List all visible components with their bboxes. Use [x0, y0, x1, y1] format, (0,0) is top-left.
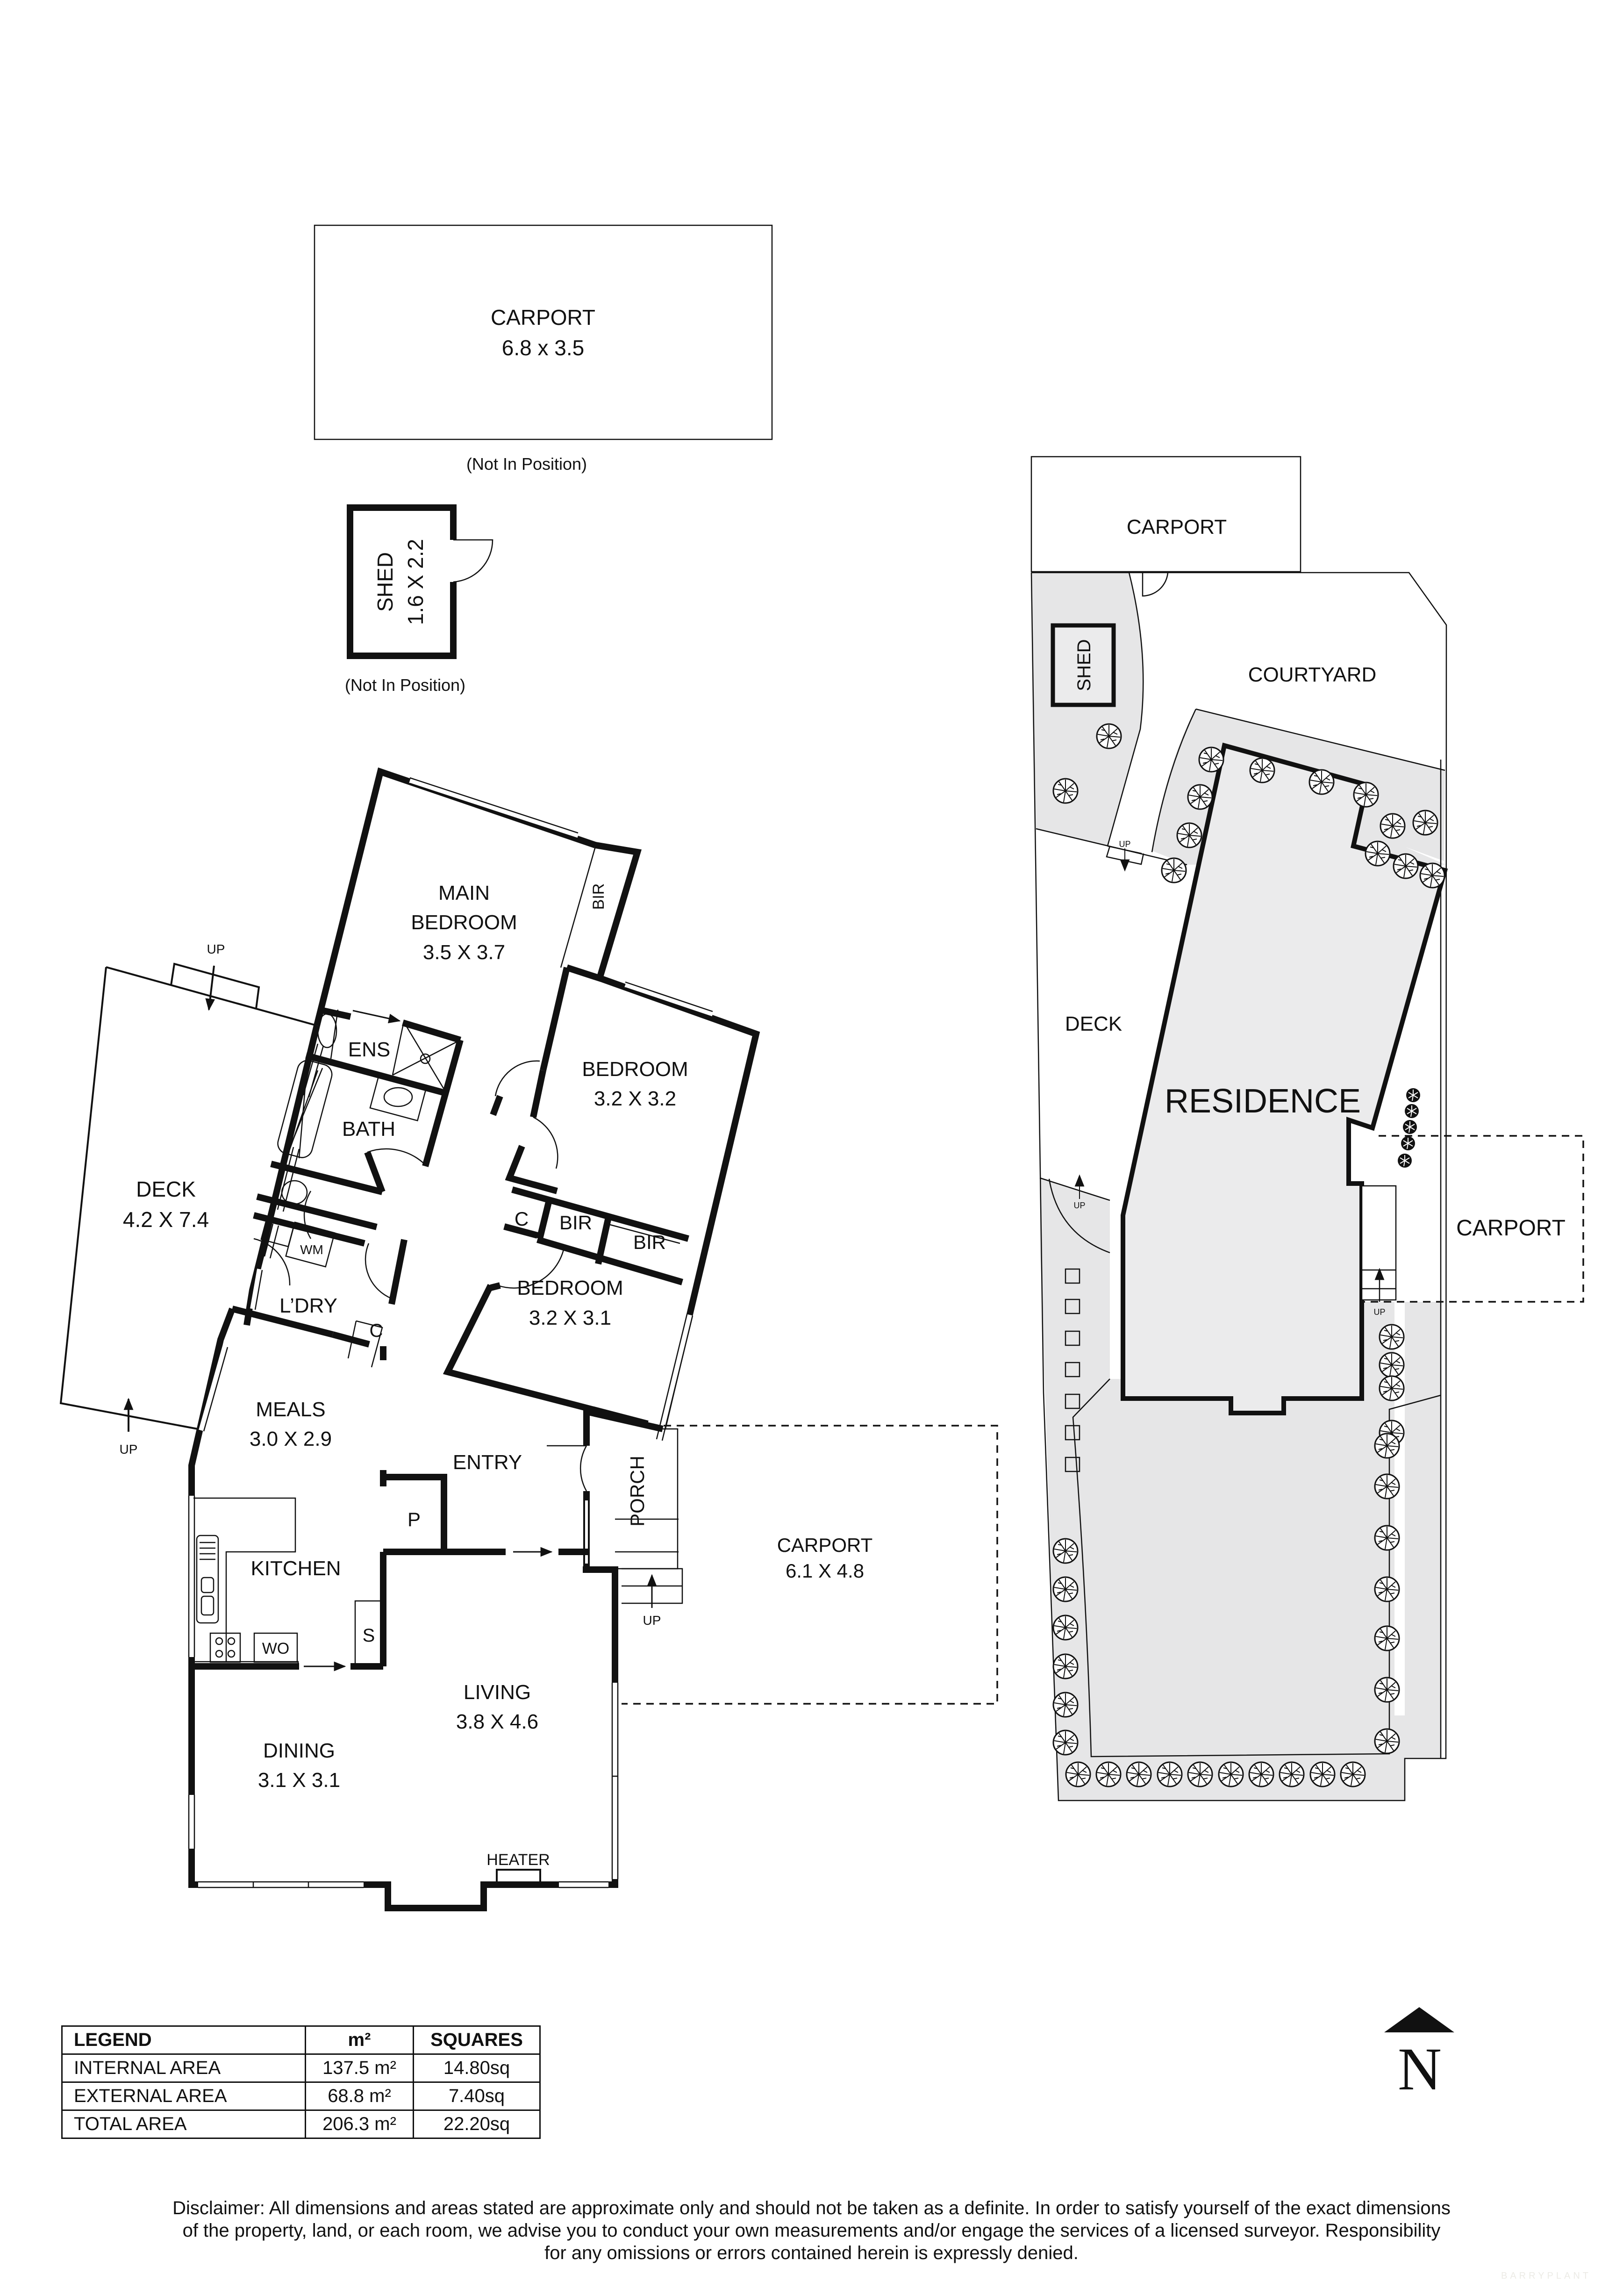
wall-oven-label: WO [262, 1640, 290, 1657]
shed-size: 1.6 X 2.2 [403, 539, 428, 625]
dining-label: DINING [263, 1739, 335, 1762]
main-bedroom-size: 3.5 X 3.7 [423, 941, 505, 964]
disclaimer-line: for any omissions or errors contained he… [544, 2243, 1079, 2263]
legend-row: TOTAL AREA 206.3 m² 22.20sq [61, 2109, 541, 2139]
porch-up-label: UP [643, 1613, 661, 1628]
laundry-label: L’DRY [279, 1294, 337, 1317]
shed-note: (Not In Position) [345, 675, 465, 695]
north-arrow-icon [1384, 2007, 1454, 2032]
deck-label: DECK [136, 1177, 196, 1201]
storage-label: S [363, 1625, 375, 1646]
north-letter: N [1398, 2036, 1442, 2103]
bedroom2-size: 3.2 X 3.2 [594, 1087, 676, 1110]
disclaimer-line: of the property, land, or each room, we … [182, 2220, 1441, 2241]
ens-label: ENS [348, 1038, 390, 1061]
residence-label: RESIDENCE [1165, 1083, 1361, 1120]
entry-label: ENTRY [453, 1451, 522, 1474]
site-side-up-label: UP [1373, 1307, 1385, 1317]
shed-label: SHED [373, 552, 397, 612]
carport-label: CARPORT [777, 1534, 873, 1556]
meals-label: MEALS [256, 1398, 325, 1421]
legend-row-label: EXTERNAL AREA [61, 2081, 306, 2111]
legend-row-m2: 206.3 m² [305, 2109, 414, 2139]
dining-size: 3.1 X 3.1 [258, 1769, 340, 1792]
deck-top-up-label: UP [207, 942, 225, 956]
detached-carport: CARPORT 6.8 x 3.5 (Not In Position) [314, 224, 773, 474]
bedroom2-label: BEDROOM [582, 1058, 688, 1081]
site-rear-up-label: UP [1119, 839, 1130, 849]
pantry-label: P [408, 1508, 421, 1530]
site-carport-side-label: CARPORT [1456, 1216, 1566, 1241]
c2-label: C [370, 1320, 383, 1341]
bir2-label: BIR [559, 1212, 592, 1234]
site-plan: SHED UP CARPORT UP UP [1030, 456, 1584, 1801]
site-deck-label: DECK [1065, 1012, 1122, 1035]
bedroom3-size: 3.2 X 3.1 [529, 1306, 611, 1329]
bir3-label: BIR [633, 1231, 666, 1253]
legend-row-m2: 68.8 m² [305, 2081, 414, 2111]
c1-label: C [515, 1208, 529, 1230]
deck-size: 4.2 X 7.4 [123, 1207, 209, 1232]
disclaimer-line: Disclaimer: All dimensions and areas sta… [172, 2198, 1451, 2218]
deck-bottom-up-label: UP [120, 1442, 138, 1457]
legend-row-squares: 7.40sq [413, 2081, 541, 2111]
site-deck-up-label: UP [1073, 1201, 1085, 1210]
heater-label: HEATER [486, 1851, 550, 1869]
porch-label: PORCH [626, 1456, 648, 1527]
kitchen-label: KITCHEN [250, 1557, 341, 1580]
north-indicator: N [1383, 2006, 1456, 2100]
legend-row-squares: 14.80sq [413, 2053, 541, 2083]
meals-size: 3.0 X 2.9 [250, 1428, 332, 1450]
site-shed-label: SHED [1074, 639, 1094, 691]
bedroom3-label: BEDROOM [517, 1277, 623, 1299]
watermark-logo: BARRYPLANT [1501, 2271, 1592, 2281]
site-carport-top-label: CARPORT [1127, 516, 1227, 538]
courtyard-label: COURTYARD [1248, 663, 1377, 686]
legend-row-label: TOTAL AREA [61, 2109, 306, 2139]
living-size: 3.8 X 4.6 [456, 1710, 538, 1733]
main-bedroom-label-1: MAIN [438, 882, 490, 904]
main-bir-label: BIR [590, 883, 608, 910]
legend-row-label: INTERNAL AREA [61, 2053, 306, 2083]
bath-label: BATH [342, 1118, 395, 1141]
legend-header-m2: m² [305, 2025, 414, 2055]
legend-row-squares: 22.20sq [413, 2109, 541, 2139]
legend-header-squares: SQUARES [413, 2025, 541, 2055]
detached-carport-note: (Not In Position) [466, 454, 587, 474]
paving-stones [1065, 1268, 1080, 1472]
legend-row-m2: 137.5 m² [305, 2053, 414, 2083]
area-legend-table: LEGEND m² SQUARES INTERNAL AREA 137.5 m²… [61, 2025, 541, 2139]
main-bedroom-label-2: BEDROOM [411, 911, 517, 934]
legend-row: INTERNAL AREA 137.5 m² 14.80sq [61, 2053, 541, 2083]
disclaimer: Disclaimer: All dimensions and areas sta… [0, 2197, 1623, 2264]
legend-header-row: LEGEND m² SQUARES [61, 2025, 541, 2055]
detached-shed: SHED 1.6 X 2.2 (Not In Position) [345, 504, 493, 695]
detached-carport-label: CARPORT [491, 305, 595, 330]
detached-carport-size: 6.8 x 3.5 [502, 336, 584, 360]
living-label: LIVING [464, 1681, 531, 1704]
main-floor-plan: UP UP HEATER [59, 767, 998, 1911]
carport-size: 6.1 X 4.8 [786, 1560, 864, 1582]
legend-header-label: LEGEND [61, 2025, 306, 2055]
legend-row: EXTERNAL AREA 68.8 m² 7.40sq [61, 2081, 541, 2111]
wm-label: WM [300, 1242, 323, 1257]
